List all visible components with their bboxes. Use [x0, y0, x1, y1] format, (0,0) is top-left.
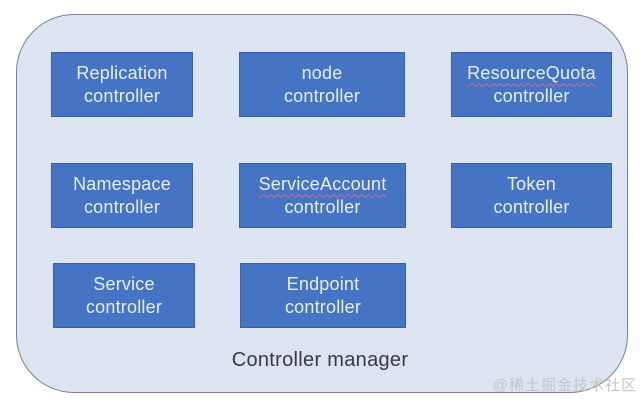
- box-token-controller: Token controller: [451, 163, 612, 228]
- box-label-line2: controller: [283, 85, 361, 106]
- box-label-line2: controller: [83, 196, 161, 217]
- box-label-line2: controller: [493, 85, 570, 106]
- box-label-line1: Endpoint: [286, 273, 360, 294]
- box-label-line1: Namespace: [73, 173, 171, 194]
- box-label-line1: ResourceQuota: [467, 62, 596, 83]
- juejin-watermark: @稀土掘金技术社区: [492, 377, 637, 394]
- box-label-line2: controller: [284, 296, 362, 317]
- box-label-line1: Token: [506, 173, 557, 194]
- box-label-line1: Replication: [76, 62, 168, 83]
- box-label-line2: controller: [83, 85, 161, 106]
- box-namespace-controller: Namespace controller: [51, 163, 193, 228]
- box-resourcequota-controller: ResourceQuota controller: [451, 52, 612, 117]
- box-label-line1: node: [301, 62, 343, 83]
- box-label-line1: Service: [93, 273, 155, 294]
- box-node-controller: node controller: [239, 52, 405, 117]
- box-label-line1: ServiceAccount: [258, 173, 387, 194]
- box-label-line2: controller: [284, 196, 361, 217]
- box-endpoint-controller: Endpoint controller: [240, 263, 406, 328]
- box-service-controller: Service controller: [53, 263, 195, 328]
- box-replication-controller: Replication controller: [51, 52, 193, 117]
- controller-manager-label: Controller manager: [231, 349, 409, 371]
- box-label-line2: controller: [493, 196, 570, 217]
- box-label-line2: controller: [85, 296, 163, 317]
- box-serviceaccount-controller: ServiceAccount controller: [239, 163, 406, 228]
